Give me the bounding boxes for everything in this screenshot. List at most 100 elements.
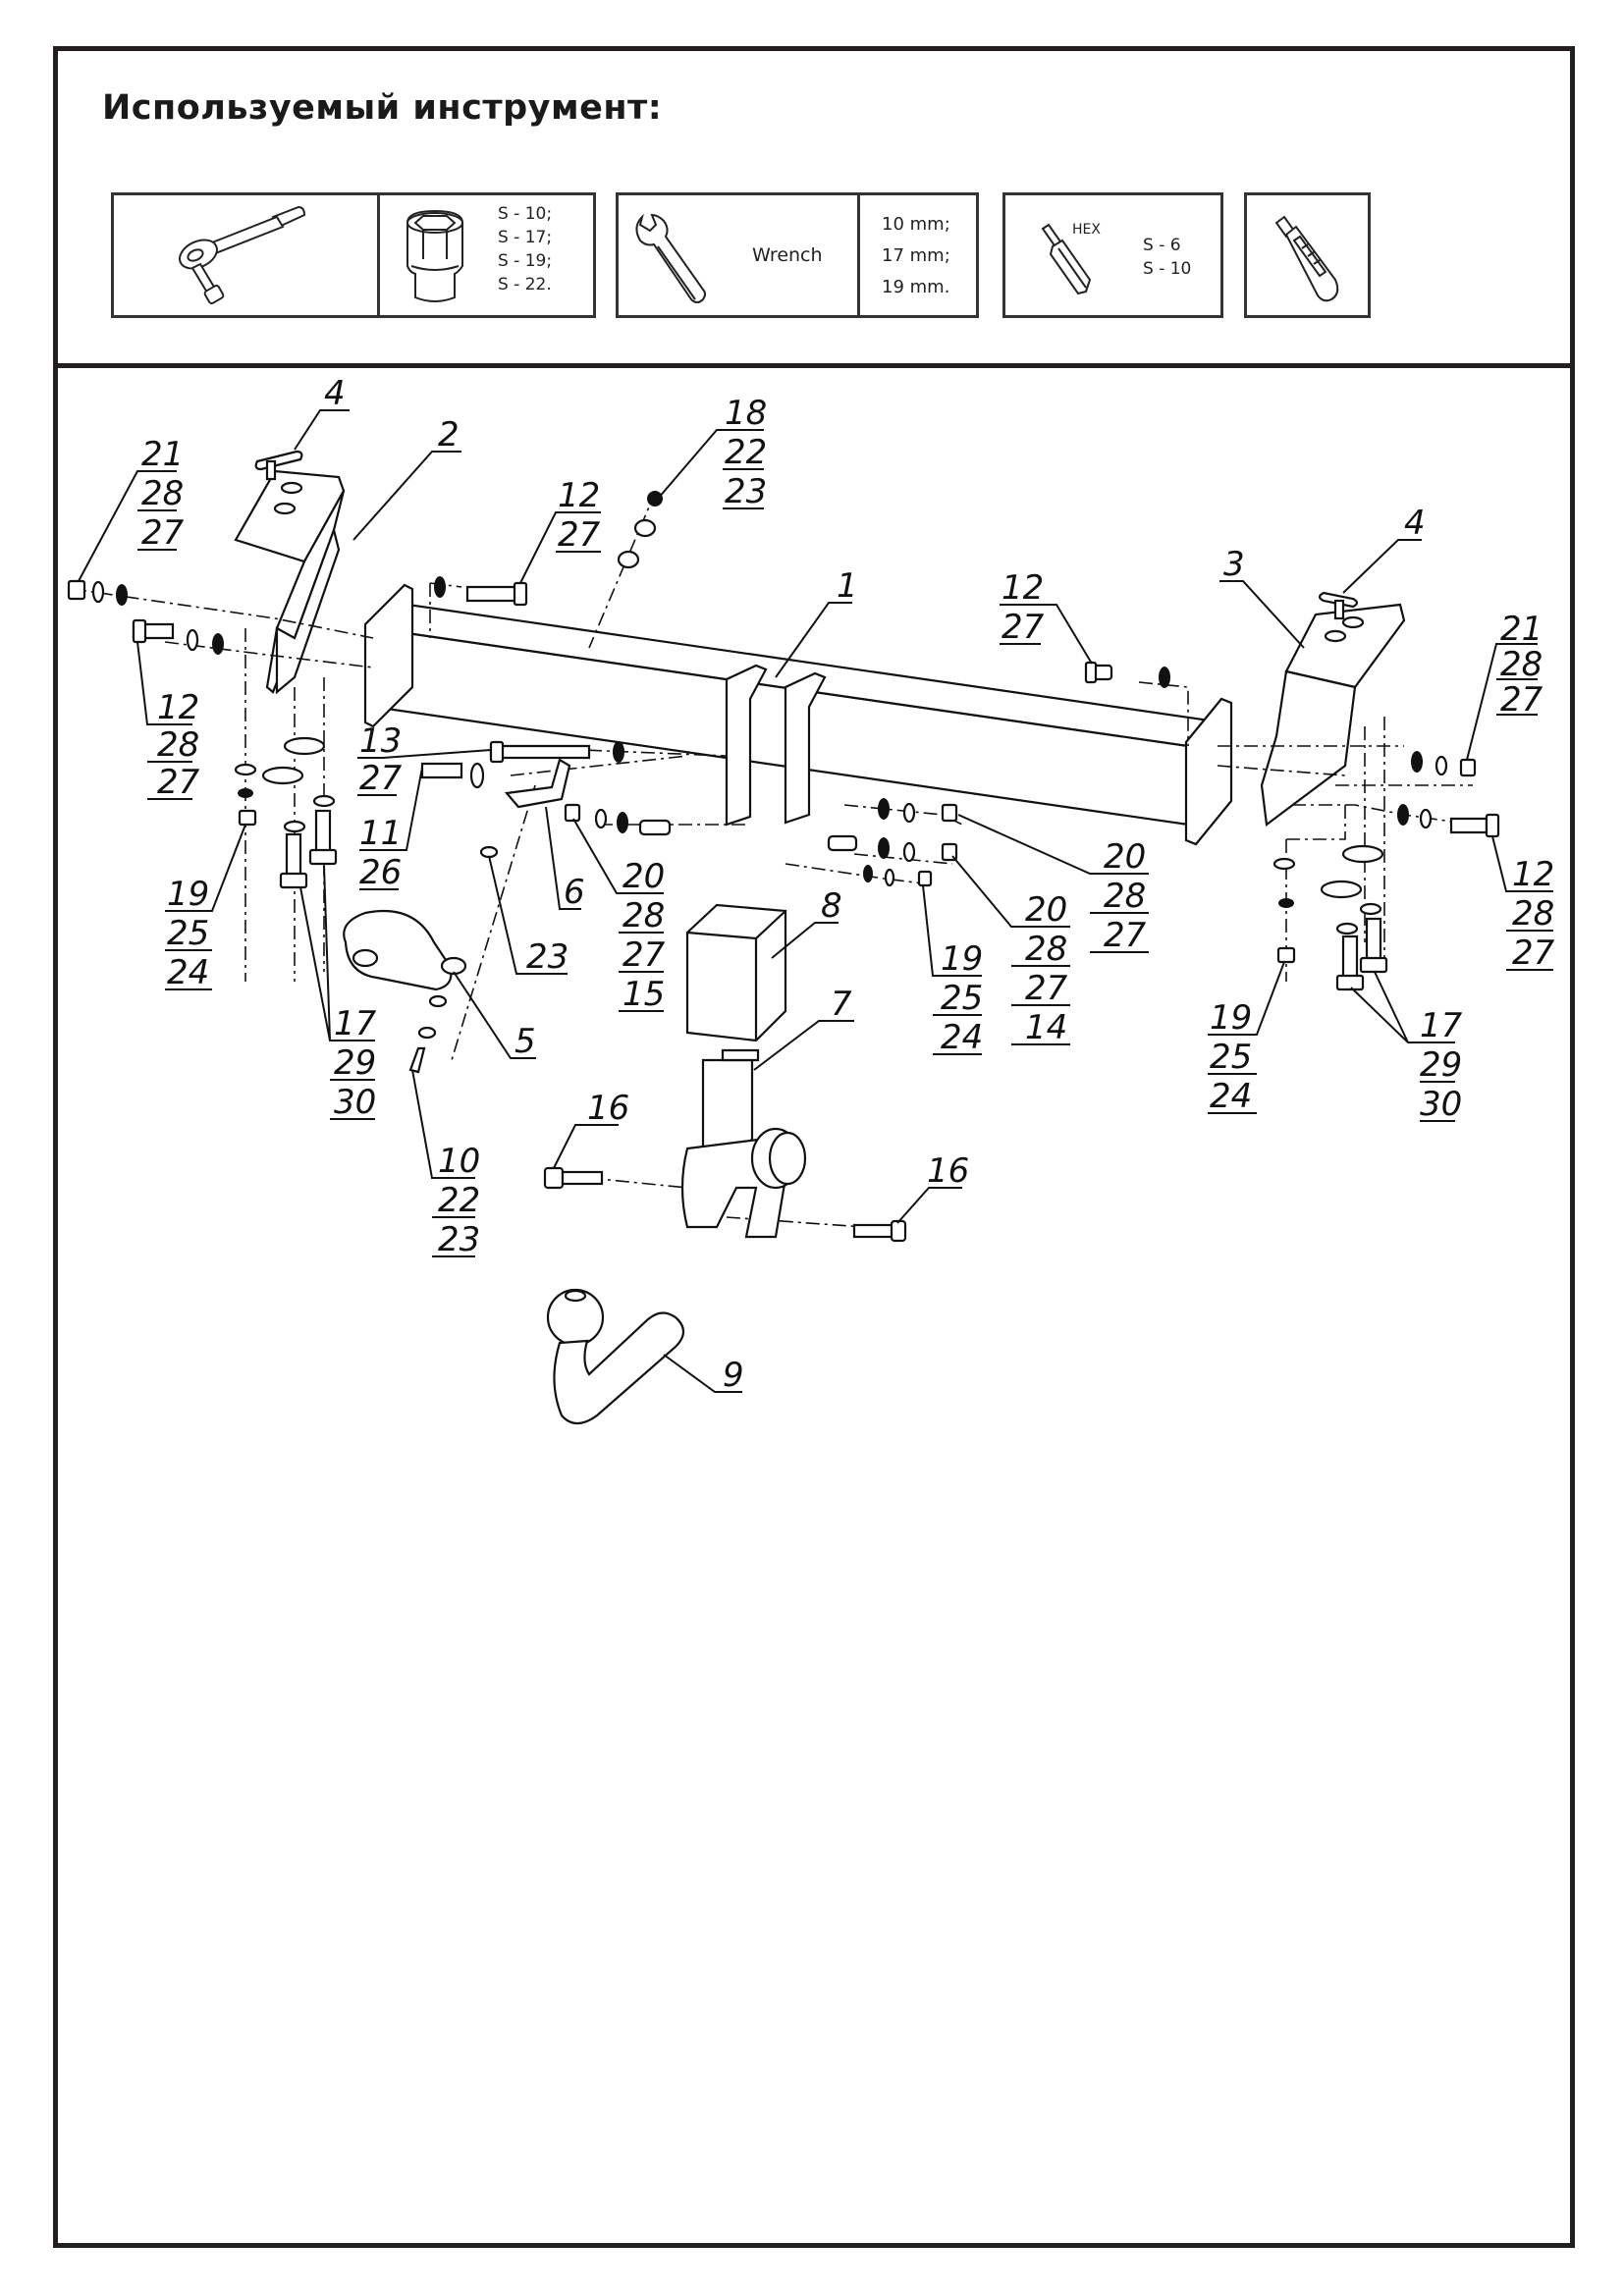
- svg-text:29: 29: [1420, 1045, 1462, 1085]
- tool-utility-knife: [1244, 192, 1371, 318]
- svg-text:19: 19: [167, 875, 209, 914]
- bolt-17: [285, 832, 302, 880]
- svg-text:26: 26: [359, 853, 402, 892]
- svg-text:22: 22: [725, 433, 767, 472]
- svg-text:17: 17: [1420, 1006, 1463, 1045]
- towball-part-9: [546, 1288, 685, 1425]
- svg-text:24: 24: [941, 1018, 983, 1057]
- hex-bit-icon: [1041, 223, 1092, 295]
- svg-text:7: 7: [831, 985, 852, 1024]
- svg-text:30: 30: [334, 1083, 376, 1122]
- callout-11: 11 26: [359, 767, 423, 892]
- tool-ratchet-socket: S - 10; S - 17; S - 19; S - 22.: [111, 192, 596, 318]
- svg-text:12: 12: [1512, 855, 1554, 894]
- svg-text:28: 28: [141, 474, 184, 513]
- module-part-8: [685, 903, 787, 1042]
- svg-text:17: 17: [334, 1004, 377, 1043]
- wrench-sizes-cell: 10 mm; 17 mm; 19 mm.: [857, 195, 976, 315]
- hex-label: HEX: [1072, 222, 1101, 238]
- socket-size: S - 22.: [498, 275, 552, 294]
- svg-text:30: 30: [1420, 1085, 1462, 1124]
- svg-text:25: 25: [1210, 1038, 1252, 1077]
- nut-21-left: [67, 579, 86, 601]
- socket-cell: S - 10; S - 17; S - 19; S - 22.: [377, 195, 593, 315]
- svg-text:28: 28: [1500, 645, 1543, 684]
- page-frame: [53, 46, 1575, 2248]
- svg-text:27: 27: [141, 513, 185, 553]
- right-bracket-part-3: [1260, 603, 1406, 828]
- section-divider: [53, 363, 1575, 368]
- ratchet-icon: [179, 205, 306, 304]
- tool-hex-bit: HEX S - 6 S - 10: [1002, 192, 1223, 318]
- nut-18: [647, 491, 663, 507]
- assembly-axes: [72, 490, 1474, 1228]
- callout-21-right: 21 28 27: [1466, 610, 1543, 761]
- tool-wrench: Wrench 10 mm; 17 mm; 19 mm.: [616, 192, 979, 318]
- svg-text:13: 13: [359, 721, 402, 761]
- svg-text:3: 3: [1223, 545, 1245, 584]
- left-bracket-part-2: [234, 469, 346, 695]
- svg-text:20: 20: [1025, 890, 1067, 930]
- bracket-part-6: [504, 758, 571, 809]
- svg-text:27: 27: [1025, 969, 1068, 1008]
- svg-text:11: 11: [359, 814, 402, 853]
- wrench-size: 10 mm;: [882, 214, 950, 235]
- svg-text:28: 28: [1104, 877, 1146, 916]
- svg-text:23: 23: [526, 937, 568, 977]
- svg-text:5: 5: [514, 1022, 536, 1061]
- bolt-16-left: [543, 1166, 565, 1190]
- svg-text:28: 28: [1512, 894, 1554, 934]
- svg-text:27: 27: [1500, 680, 1543, 720]
- bolt-17-right: [1341, 934, 1359, 982]
- bolt-11: [420, 762, 463, 779]
- plate-part-5: [343, 909, 453, 991]
- nut-19-left: [238, 809, 257, 827]
- svg-text:6: 6: [564, 873, 585, 912]
- socket-icon: [406, 209, 463, 302]
- svg-text:21: 21: [1500, 610, 1543, 649]
- tools-heading: Используемый инструмент:: [102, 88, 663, 128]
- bolt-12-right: [1449, 817, 1489, 834]
- svg-text:12: 12: [1001, 568, 1044, 608]
- svg-text:28: 28: [1025, 930, 1067, 969]
- screw-10: [408, 1046, 426, 1074]
- svg-text:23: 23: [438, 1220, 480, 1259]
- svg-text:4: 4: [324, 374, 346, 413]
- svg-text:14: 14: [1025, 1008, 1067, 1047]
- wrench-size: 19 mm.: [882, 277, 950, 297]
- svg-text:27: 27: [1512, 934, 1555, 973]
- callout-3: 3: [1219, 545, 1305, 649]
- callout-21-left: 21 28 27: [78, 435, 185, 582]
- callout-5: 5: [453, 971, 536, 1061]
- callout-4-left: 4: [294, 374, 350, 451]
- callout-8: 8: [771, 886, 842, 959]
- ratchet-cell: [114, 195, 377, 315]
- callout-17-right: 17 29 30: [1350, 971, 1463, 1124]
- svg-text:21: 21: [141, 435, 184, 474]
- bolt-13: [489, 744, 591, 760]
- callout-16-left: 16: [553, 1089, 629, 1169]
- washer-23: [479, 845, 499, 859]
- svg-text:24: 24: [167, 953, 209, 992]
- svg-text:19: 19: [941, 939, 983, 979]
- svg-text:2: 2: [438, 415, 460, 454]
- callout-23: 23: [488, 855, 568, 977]
- washer: [91, 580, 105, 604]
- svg-text:1: 1: [837, 566, 858, 606]
- callout-19-mid: 19 25 24: [922, 884, 983, 1057]
- svg-text:27: 27: [157, 763, 200, 802]
- svg-text:28: 28: [157, 725, 199, 765]
- callout-12-left: 12 28 27: [136, 641, 200, 802]
- callout-19-left: 19 25 24: [165, 824, 246, 992]
- svg-text:22: 22: [438, 1181, 480, 1220]
- nut-19-right: [1276, 946, 1296, 964]
- utility-knife-icon: [1274, 215, 1339, 302]
- crossbar-part-1: [363, 583, 1233, 846]
- coupling-part-7: [543, 1048, 907, 1243]
- lock-washer: [116, 584, 128, 606]
- svg-text:27: 27: [1001, 608, 1045, 647]
- svg-text:28: 28: [623, 896, 665, 935]
- hex-size: S - 10: [1143, 259, 1192, 279]
- pin-part-4-left: [254, 450, 303, 471]
